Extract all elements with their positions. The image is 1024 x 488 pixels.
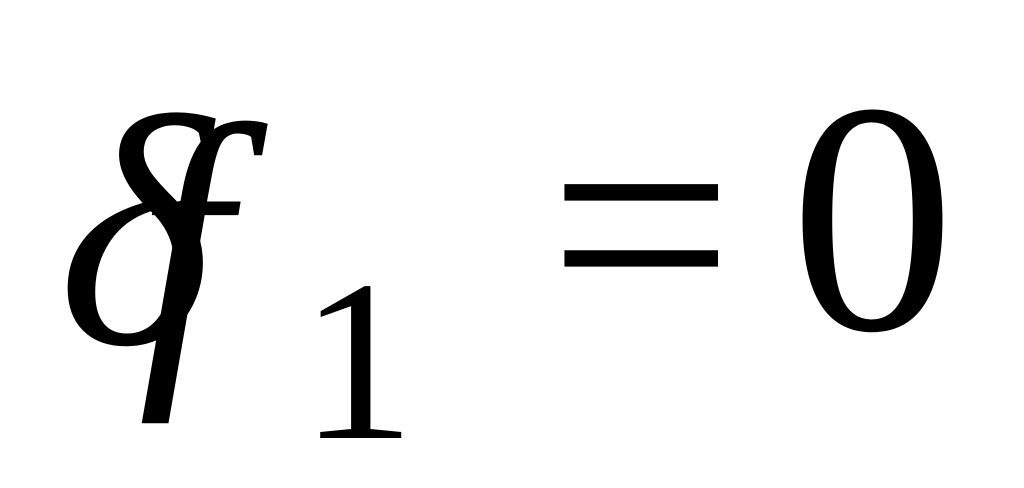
function-subscript: 1 — [300, 233, 415, 488]
delta-symbol: δ — [58, 50, 212, 415]
equals-sign: = — [548, 42, 735, 407]
right-hand-side-value: 0 — [790, 36, 955, 401]
function-symbol: f — [138, 60, 230, 425]
